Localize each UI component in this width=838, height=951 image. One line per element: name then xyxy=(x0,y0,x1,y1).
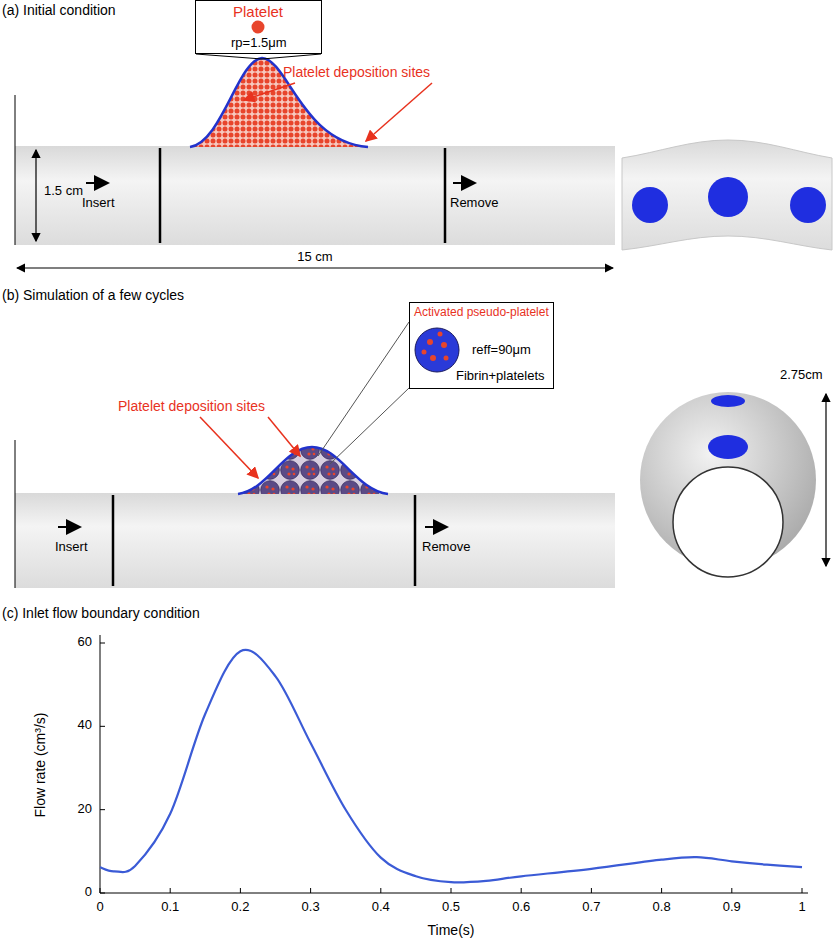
tick-label: 0.8 xyxy=(653,900,671,915)
callout-title: Platelet xyxy=(233,3,283,20)
axis-label: Time(s) xyxy=(428,922,475,938)
section-label: Remove xyxy=(450,196,498,211)
section-label: Insert xyxy=(55,540,88,555)
panel-title: (b) Simulation of a few cycles xyxy=(2,287,184,303)
callout-text: reff=90μm xyxy=(472,343,531,358)
tick-label: 0.3 xyxy=(302,900,320,915)
tick-label: 0.9 xyxy=(723,900,741,915)
callout-box: Activated pseudo-platelet reff=90μmFibrin… xyxy=(409,302,554,389)
tick-label: 0.2 xyxy=(231,900,249,915)
tick-label: 0.7 xyxy=(582,900,600,915)
tick-label: 60 xyxy=(78,635,92,650)
section-label: Remove xyxy=(422,540,470,555)
dimension: 2.75cm xyxy=(780,368,823,383)
tick-label: 0 xyxy=(96,900,103,915)
tick-label: 0 xyxy=(85,885,92,900)
callout-label: Platelet deposition sites xyxy=(118,398,265,414)
callout-text: rp=1.5μm xyxy=(231,36,287,51)
axis-label: Flow rate (cm³/s) xyxy=(32,713,48,818)
panel-title: (c) Inlet flow boundary condition xyxy=(2,605,200,621)
tick-label: 0.4 xyxy=(372,900,390,915)
tick-label: 1 xyxy=(798,900,805,915)
tick-label: 40 xyxy=(78,718,92,733)
section-label: Insert xyxy=(82,196,115,211)
dimension: 1.5 cm xyxy=(44,184,83,199)
callout-title: Activated pseudo-platelet xyxy=(414,306,549,320)
callout-label: Platelet deposition sites xyxy=(283,64,430,80)
flow-curve xyxy=(100,650,802,883)
tick-label: 20 xyxy=(78,802,92,817)
tick-label: 0.6 xyxy=(512,900,530,915)
panel-title: (a) Initial condition xyxy=(2,2,116,18)
callout-text: Fibrin+platelets xyxy=(456,369,545,384)
tick-label: 0.5 xyxy=(442,900,460,915)
tick-label: 0.1 xyxy=(161,900,179,915)
callout-box: Platelet rp=1.5μm xyxy=(195,0,322,54)
dimension: 15 cm xyxy=(295,250,334,265)
plot-axes xyxy=(100,635,808,893)
